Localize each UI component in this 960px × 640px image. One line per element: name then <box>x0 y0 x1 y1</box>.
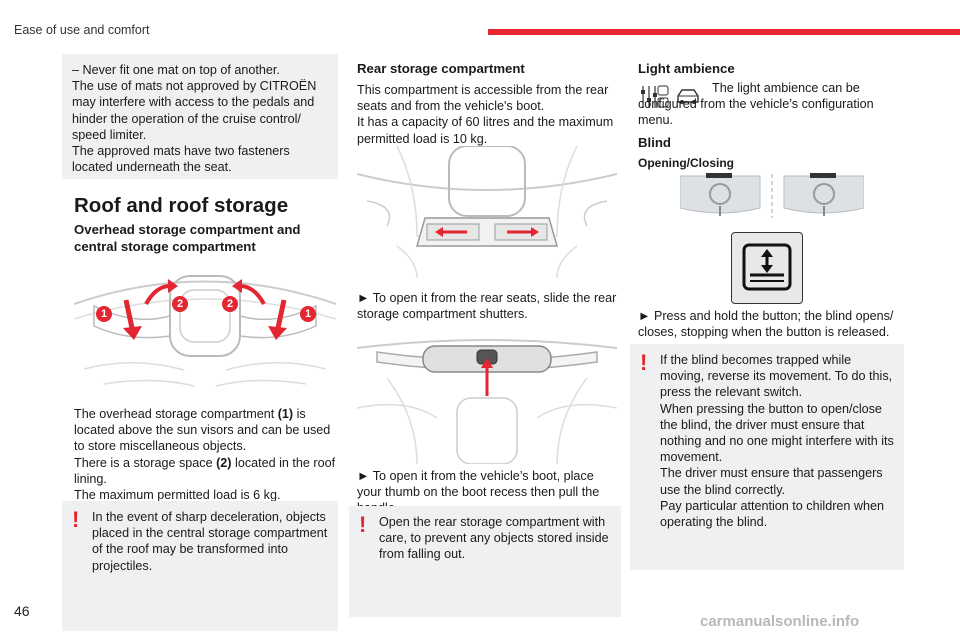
blind-warning: ! If the blind becomes trapped while mov… <box>630 344 904 570</box>
blind-button[interactable] <box>731 232 803 304</box>
warning-line: If the blind becomes trapped while movin… <box>660 353 893 400</box>
blind-title: Blind <box>638 135 671 150</box>
blind-open-close-icon <box>742 243 792 291</box>
warning-line: When pressing the button to open/close t… <box>660 401 894 465</box>
section-header-title: Ease of use and comfort <box>14 23 150 37</box>
rear-storage-title: Rear storage compartment <box>357 61 525 76</box>
watermark: carmanualsonline.info <box>700 613 860 630</box>
mats-info-box: – Never fit one mat on top of another. T… <box>62 54 338 179</box>
warning-line: The driver must ensure that passengers u… <box>660 466 883 497</box>
callout-2-right: 2 <box>222 296 238 312</box>
opening-closing-title: Opening/Closing <box>638 156 734 170</box>
light-ambience-title: Light ambience <box>638 61 735 76</box>
callout-1-right: 1 <box>300 306 316 322</box>
para-overhead: The overhead storage compartment (1) is … <box>74 407 331 454</box>
intro-line: It has a capacity of 60 litres and the m… <box>357 115 614 146</box>
callout-2-left: 2 <box>172 296 188 312</box>
mats-line: The use of mats not approved by CITROËN … <box>72 79 317 142</box>
light-ambience-text: The light ambience can be configured fro… <box>638 81 874 128</box>
intro-line: This compartment is accessible from the … <box>357 83 609 114</box>
overhead-storage-illustration: 1 2 2 1 <box>73 264 337 398</box>
car-icon <box>677 89 699 104</box>
warning-icon: ! <box>359 512 367 537</box>
settings-sliders-icon <box>641 85 669 108</box>
mats-line: The approved mats have two fasteners loc… <box>72 144 290 175</box>
warning-icon: ! <box>640 350 648 375</box>
rear-seats-step: ► To open it from the rear seats, slide … <box>357 291 617 322</box>
para-max-load: The maximum permitted load is 6 kg. <box>74 488 281 503</box>
rear-storage-warning: ! Open the rear storage compartment with… <box>349 506 621 617</box>
boot-step: ► To open it from the vehicle’s boot, pl… <box>357 469 600 515</box>
warning-text: Open the rear storage compartment with c… <box>379 515 609 562</box>
mats-line: – Never fit one mat on top of another. <box>72 63 280 77</box>
roof-storage-title: Roof and roof storage <box>74 194 289 217</box>
callout-1-left: 1 <box>96 306 112 322</box>
blind-location-illustration <box>679 172 865 220</box>
rear-shutters-illustration <box>356 145 618 279</box>
rear-storage-intro: This compartment is accessible from the … <box>357 82 619 147</box>
warning-line: Pay particular attention to children whe… <box>660 498 885 530</box>
projectiles-warning: ! In the event of sharp deceleration, ob… <box>62 501 338 631</box>
page-number: 46 <box>14 603 30 619</box>
blind-step: ► Press and hold the button; the blind o… <box>638 309 894 340</box>
light-ambience-icons <box>640 84 700 110</box>
header-accent-bar <box>488 29 960 35</box>
warning-text: In the event of sharp deceleration, obje… <box>92 510 328 573</box>
para-roof-lining: There is a storage space (2) located in … <box>74 455 336 486</box>
overhead-storage-title: Overhead storage compartment and central… <box>74 222 301 254</box>
boot-handle-illustration <box>356 338 618 465</box>
column-1: – Never fit one mat on top of another. T… <box>62 54 338 631</box>
overhead-storage-text: The overhead storage compartment (1) is … <box>74 406 340 503</box>
warning-icon: ! <box>72 507 80 532</box>
